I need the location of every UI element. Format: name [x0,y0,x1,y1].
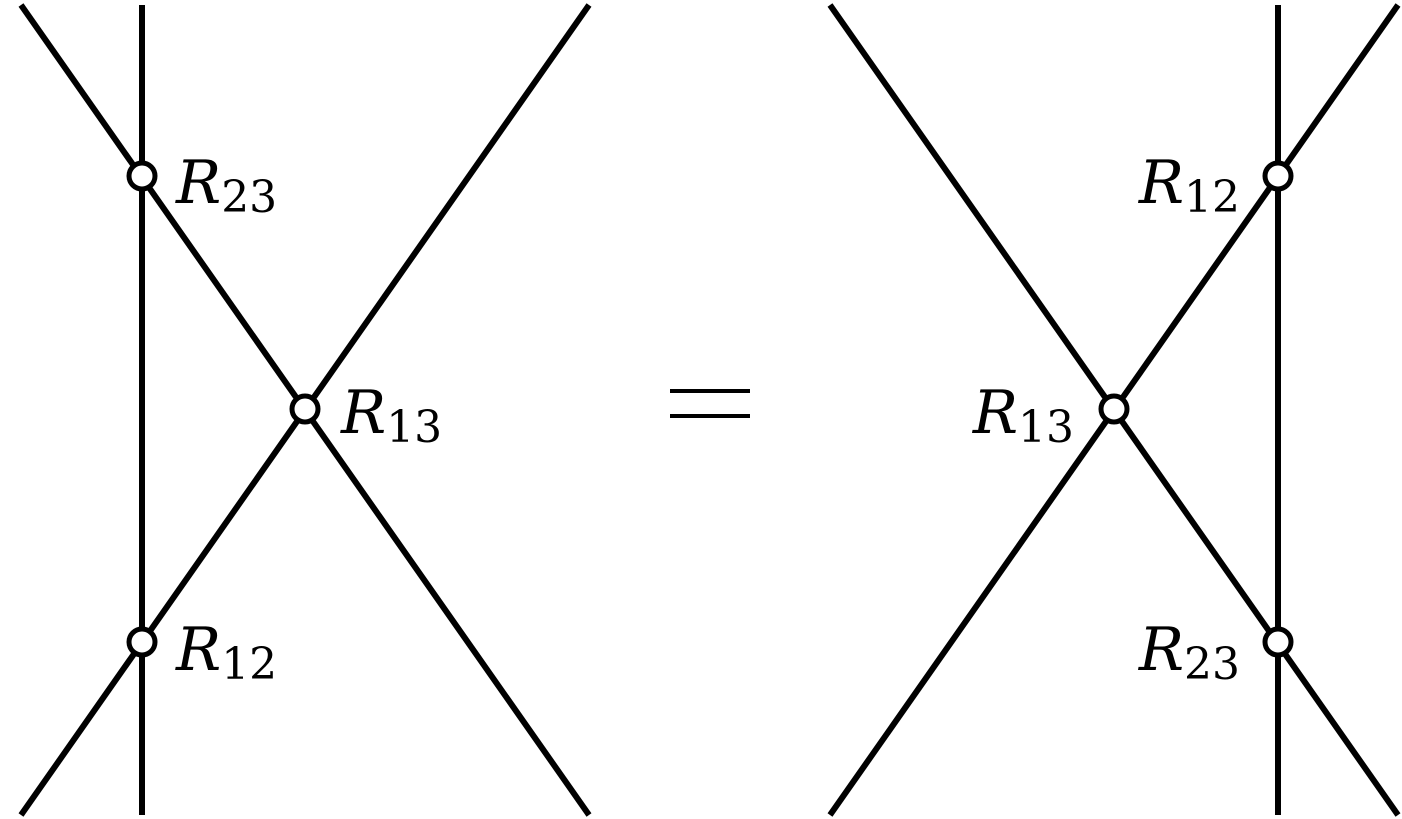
label-r13-right: R13 [972,378,1074,453]
vertex-r23-left [126,160,158,192]
label-r12-right: R12 [1138,148,1240,223]
vertex-r13-right [1098,393,1130,425]
label-r12-left: R12 [175,615,277,690]
right-diagram: R12 R13 R23 [827,3,1401,817]
label-r23-right: R23 [1138,615,1240,690]
label-r23-left: R23 [175,148,277,223]
vertex-r13-left [289,393,321,425]
vertex-r23-right [1262,626,1294,658]
equals-sign [670,389,750,418]
vertex-r12-left [126,626,158,658]
label-r13-left: R13 [340,378,442,453]
vertex-r12-right [1262,160,1294,192]
left-diagram: R23 R13 R12 [18,3,592,817]
